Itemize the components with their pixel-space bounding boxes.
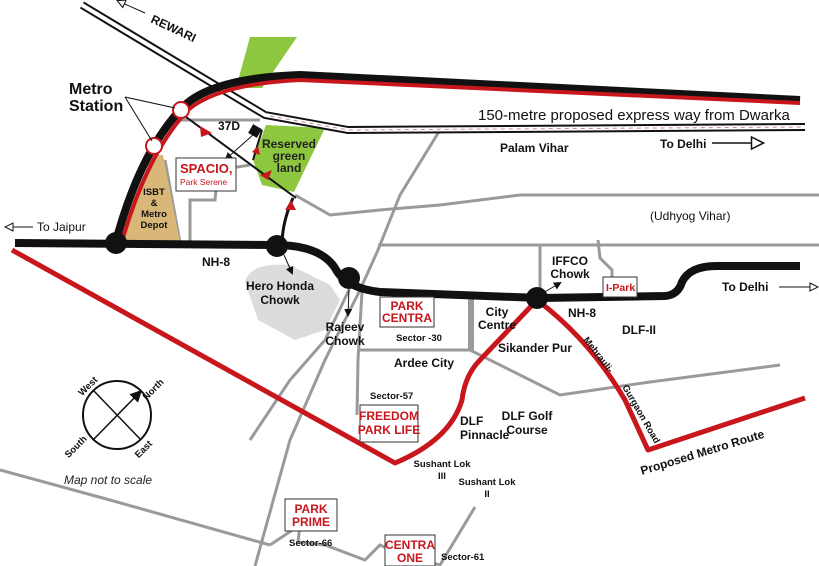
sector-61-label: Sector-61: [441, 552, 485, 563]
to-jaipur-label: To Jaipur: [37, 220, 86, 234]
mehrauli-road-label: Mehrauli-: [581, 335, 616, 375]
metro-station-label-2: Station: [69, 98, 123, 115]
sector-37d-label: 37D: [218, 119, 240, 133]
expressway-road: [79, 1, 806, 135]
metro-station-marker: [145, 137, 163, 155]
reserved-green-land: [253, 125, 325, 192]
compass-east: East: [133, 438, 156, 461]
not-to-scale-note: Map not to scale: [64, 473, 152, 487]
nh8-label-right: NH-8: [568, 306, 596, 320]
nh8-label-left: NH-8: [202, 255, 230, 269]
spacio-subtitle: Park Serene: [180, 177, 228, 187]
sikander-pur-label: Sikander Pur: [498, 341, 572, 355]
compass-north: North: [141, 377, 167, 403]
metro-station-marker: [172, 101, 190, 119]
isbt-depot-area: [120, 155, 180, 242]
spacio-name: SPACIO,: [180, 161, 233, 176]
rewari-label: REWARI: [149, 12, 198, 45]
direction-arrows: [200, 126, 296, 210]
proposed-metro-route: [10, 247, 806, 466]
project-i-park[interactable]: I-Park: [602, 276, 638, 298]
project-site-marker: [248, 124, 262, 138]
sector-30-label: Sector -30: [396, 333, 442, 344]
sector-66-label: Sector-66: [289, 538, 332, 549]
palam-vihar-label: Palam Vihar: [500, 141, 569, 155]
green-land-north: [236, 37, 297, 88]
metro-station-label: Metro: [69, 81, 113, 98]
ardee-city-label: Ardee City: [394, 356, 454, 370]
nh8-highway: [14, 239, 800, 303]
compass-south: South: [63, 434, 90, 461]
to-delhi-right-label: To Delhi: [722, 280, 768, 294]
project-spacio[interactable]: SPACIO, Park Serene: [175, 157, 237, 192]
i-park-name: I-Park: [606, 282, 635, 294]
compass-rose: West North South East: [63, 374, 167, 460]
expressway-label: 150-metre proposed express way from Dwar…: [478, 107, 790, 124]
to-delhi-top-label: To Delhi: [660, 137, 706, 151]
sector-57-label: Sector-57: [370, 391, 413, 402]
udhyog-vihar-label: (Udhyog Vihar): [650, 209, 730, 223]
dlf-ii-label: DLF-II: [622, 323, 656, 337]
junctions: [105, 232, 548, 309]
